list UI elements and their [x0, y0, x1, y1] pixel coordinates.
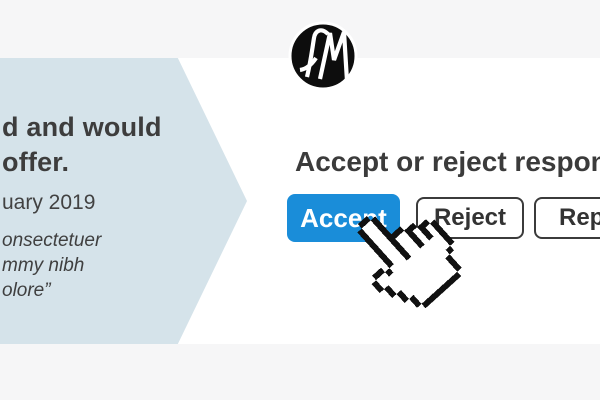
- page-title: Accept or reject respon: [295, 146, 600, 177]
- bottom-gray-strip: [0, 344, 600, 400]
- gm-logo-icon: [288, 21, 358, 91]
- testimonial-quote-line3: olore”: [2, 280, 51, 301]
- report-button[interactable]: Rep: [534, 197, 600, 239]
- testimonial-heading: d and would offer.: [2, 110, 212, 180]
- testimonial-date: uary 2019: [2, 191, 96, 214]
- testimonial-heading-line1: d and would: [2, 112, 162, 142]
- reject-button[interactable]: Reject: [416, 197, 524, 239]
- testimonial-heading-line2: offer.: [2, 147, 70, 177]
- testimonial-text-block: d and would offer. uary 2019 onsectetuer…: [2, 110, 212, 303]
- testimonial-quote: onsectetuer mmy nibh olore”: [2, 228, 212, 303]
- testimonial-quote-line1: onsectetuer: [2, 230, 102, 251]
- testimonial-quote-line2: mmy nibh: [2, 255, 85, 276]
- accept-button[interactable]: Accept: [287, 194, 400, 242]
